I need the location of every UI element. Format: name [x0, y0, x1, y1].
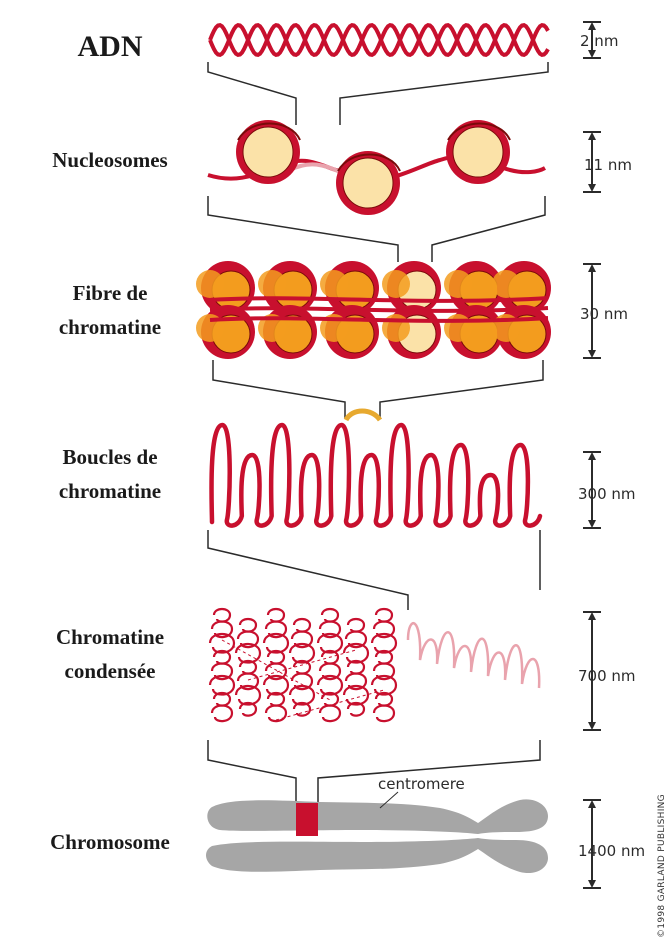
chromosome-lower-arm	[206, 838, 548, 873]
condensed-coil	[318, 609, 342, 721]
nucleosome-1	[236, 120, 300, 184]
condensed-coil	[372, 609, 396, 721]
connector-condensed-chromosome	[208, 740, 540, 803]
linker-dna-light	[290, 164, 340, 172]
scale-bars	[583, 22, 601, 888]
condensed-coil	[236, 619, 260, 716]
fibre-nucleosome	[382, 305, 441, 359]
condensed-coil	[290, 619, 314, 716]
connector-fibre-loops	[213, 360, 543, 418]
scale-bar	[583, 612, 601, 730]
condensed-coil	[344, 619, 368, 716]
fibre-nucleosome	[196, 305, 255, 359]
dna-double-helix	[210, 25, 548, 55]
nucleosome-2	[336, 151, 400, 215]
fibre-dna-band	[210, 308, 548, 311]
fibre-dna-band	[210, 318, 548, 321]
chromatin-loops	[211, 411, 540, 526]
nucleosome-3	[446, 120, 510, 184]
loop-fiber	[211, 425, 540, 526]
scale-bar	[583, 22, 601, 58]
chromosome-upper-arm	[207, 799, 548, 834]
condensed-coil	[210, 609, 234, 721]
nucleosome-string	[208, 120, 545, 215]
fibre-dna-band	[210, 298, 548, 301]
connector-loops-condensed	[208, 530, 540, 610]
loop-highlight	[346, 411, 380, 420]
condensed-faded-loops	[408, 623, 539, 688]
chromatin-fibre	[196, 261, 551, 359]
scale-bar	[583, 132, 601, 192]
fibre-nucleosome	[492, 305, 551, 359]
condensed-coil	[264, 609, 288, 721]
condensed-chromatin	[210, 609, 539, 721]
scale-bar	[583, 452, 601, 528]
chromosome	[206, 792, 548, 873]
fibre-nucleosome	[320, 305, 379, 359]
chromosome-section-marker	[296, 803, 318, 836]
scale-bar	[583, 264, 601, 358]
fibre-nucleosome	[258, 305, 317, 359]
scale-bar	[583, 800, 601, 888]
connector-adn-nucleosomes	[208, 62, 548, 125]
